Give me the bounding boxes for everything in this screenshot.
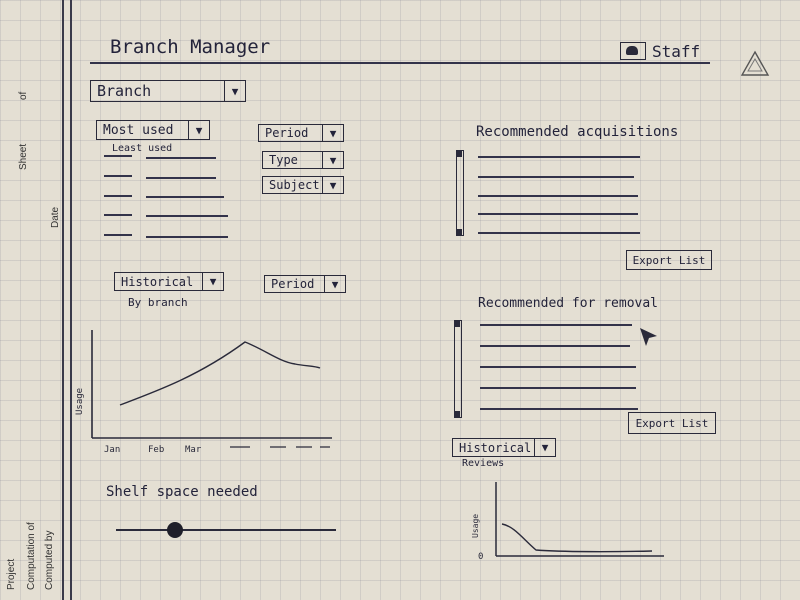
chevron-down-icon: ▼ bbox=[202, 273, 223, 290]
reviews-select-value: Historical bbox=[459, 440, 532, 455]
acquisition-item[interactable] bbox=[478, 213, 638, 215]
acquisitions-scrollbar[interactable] bbox=[456, 150, 464, 236]
sort-option-alt[interactable]: Least used bbox=[112, 143, 173, 154]
reviews-chart: Usage 0 bbox=[471, 482, 664, 562]
scroll-up-icon[interactable] bbox=[456, 151, 462, 157]
scroll-up-icon[interactable] bbox=[454, 321, 460, 327]
usage-series-line bbox=[119, 341, 321, 406]
removal-item[interactable] bbox=[480, 387, 636, 389]
period-select[interactable]: Period ▼ bbox=[258, 124, 344, 142]
chevron-down-icon: ▼ bbox=[188, 121, 209, 139]
user-avatar[interactable] bbox=[620, 42, 646, 60]
margin-computed-label: Computed by bbox=[44, 530, 55, 590]
type-select[interactable]: Type ▼ bbox=[262, 151, 344, 169]
margin-date-label: Date bbox=[50, 206, 61, 228]
list-item-rank bbox=[104, 155, 132, 157]
removal-item[interactable] bbox=[480, 345, 630, 347]
chevron-down-icon: ▼ bbox=[534, 439, 555, 456]
chevron-down-icon: ▼ bbox=[322, 152, 343, 168]
historical-scope: By branch bbox=[128, 296, 188, 309]
margin-of-label: of bbox=[18, 91, 29, 100]
list-item-title[interactable] bbox=[146, 215, 228, 217]
user-icon bbox=[626, 46, 638, 55]
chart-y-label: Usage bbox=[471, 514, 480, 538]
historical-select-value: Historical bbox=[121, 274, 194, 289]
header-divider bbox=[90, 62, 710, 64]
sort-select-value: Most used bbox=[103, 122, 174, 138]
chart-x-tick: Jan bbox=[104, 445, 120, 455]
shelf-space-title: Shelf space needed bbox=[106, 484, 258, 500]
export-removal-button[interactable]: Export List bbox=[628, 412, 716, 434]
acquisition-item[interactable] bbox=[478, 156, 640, 158]
chart-y-label: Usage bbox=[75, 388, 85, 415]
acquisition-item[interactable] bbox=[478, 195, 638, 197]
mouse-cursor-icon bbox=[638, 326, 660, 348]
list-item-title[interactable] bbox=[146, 236, 228, 238]
removal-item[interactable] bbox=[480, 366, 636, 368]
removal-title: Recommended for removal bbox=[478, 296, 659, 311]
type-select-value: Type bbox=[269, 153, 298, 167]
removal-scrollbar[interactable] bbox=[454, 320, 462, 418]
chevron-down-icon: ▼ bbox=[324, 276, 345, 292]
reviews-label: Reviews bbox=[462, 458, 505, 469]
historical-select[interactable]: Historical ▼ bbox=[114, 272, 224, 291]
list-item-rank bbox=[104, 234, 132, 236]
reviews-series-line bbox=[501, 523, 653, 553]
margin-project-label: Project bbox=[6, 558, 17, 590]
app-title: Branch Manager bbox=[110, 36, 271, 58]
list-item-title[interactable] bbox=[146, 157, 216, 159]
margin-line bbox=[70, 0, 72, 600]
chevron-down-icon: ▼ bbox=[224, 81, 245, 101]
list-item-title[interactable] bbox=[146, 177, 216, 179]
list-item-rank bbox=[104, 175, 132, 177]
historical-period-select[interactable]: Period ▼ bbox=[264, 275, 346, 293]
acquisition-item[interactable] bbox=[478, 232, 640, 234]
acquisition-item[interactable] bbox=[478, 176, 634, 178]
subject-select-value: Subject bbox=[269, 178, 320, 192]
list-item-rank bbox=[104, 214, 132, 216]
chart-y-zero: 0 bbox=[478, 552, 483, 562]
usage-line-chart: Usage Jan Feb Mar bbox=[75, 330, 332, 455]
removal-item[interactable] bbox=[480, 324, 632, 326]
margin-computation-label: Computation of bbox=[26, 522, 37, 590]
recycle-icon bbox=[740, 50, 770, 80]
chevron-down-icon: ▼ bbox=[322, 125, 343, 141]
chevron-down-icon: ▼ bbox=[322, 177, 343, 193]
branch-select-value: Branch bbox=[97, 82, 152, 100]
reviews-historical-select[interactable]: Historical ▼ bbox=[452, 438, 556, 457]
list-item-title[interactable] bbox=[146, 196, 224, 198]
chart-x-tick: Feb bbox=[148, 445, 164, 455]
export-acquisitions-button[interactable]: Export List bbox=[626, 250, 712, 270]
scroll-down-icon[interactable] bbox=[454, 411, 460, 417]
sort-select[interactable]: Most used ▼ bbox=[96, 120, 210, 140]
margin-sheet-label: Sheet bbox=[18, 143, 29, 170]
chart-x-tick: Mar bbox=[185, 445, 202, 455]
removal-item[interactable] bbox=[480, 408, 638, 410]
list-item-rank bbox=[104, 195, 132, 197]
scroll-down-icon[interactable] bbox=[456, 229, 462, 235]
branch-select[interactable]: Branch ▼ bbox=[90, 80, 246, 102]
slider-track bbox=[116, 529, 336, 531]
historical-period-value: Period bbox=[271, 277, 315, 291]
margin-line bbox=[62, 0, 64, 600]
subject-select[interactable]: Subject ▼ bbox=[262, 176, 344, 194]
user-name[interactable]: Staff bbox=[652, 42, 701, 61]
acquisitions-title: Recommended acquisitions bbox=[476, 124, 679, 140]
shelf-space-slider[interactable] bbox=[116, 520, 336, 540]
period-select-value: Period bbox=[265, 126, 309, 140]
slider-thumb[interactable] bbox=[167, 522, 184, 538]
